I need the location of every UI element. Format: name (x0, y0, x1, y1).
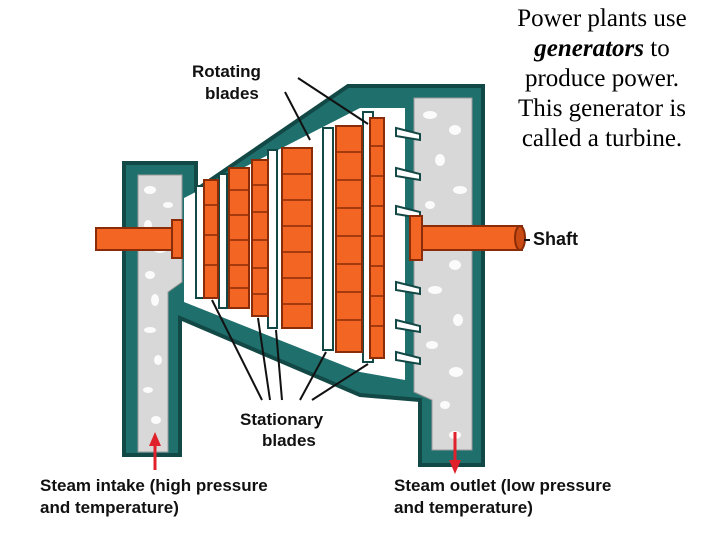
rotating-blade (369, 117, 385, 359)
shaft-left (95, 227, 183, 251)
caption-emphasis: generators (534, 35, 645, 62)
rotating-blade (251, 159, 269, 317)
label-rotating-line1: Rotating (192, 62, 261, 81)
label-rotating-line2: blades (205, 84, 259, 103)
caption-text: Power plants use generators to produce p… (488, 4, 716, 154)
caption-line-3: produce power. (524, 65, 680, 92)
caption-after-emphasis: to (644, 35, 670, 62)
shaft-left-collar (171, 219, 183, 259)
caption-line-1: Power plants use (517, 5, 687, 32)
steam-outlet-channel (413, 97, 473, 451)
steam-outlet-arrow (449, 432, 461, 474)
nozzle (395, 126, 421, 142)
label-intake-line1: Steam intake (high pressure (40, 476, 268, 495)
label-intake-line2: and temperature) (40, 498, 179, 517)
label-stationary-line1: Stationary (240, 410, 324, 429)
stationary-blade (218, 173, 228, 309)
caption-line-5: called a turbine. (521, 125, 683, 152)
label-outlet-line1: Steam outlet (low pressure (394, 476, 611, 495)
nozzle (395, 280, 421, 296)
stationary-blade (267, 149, 278, 329)
rotating-blade (335, 125, 363, 353)
label-outlet-line2: and temperature) (394, 498, 533, 517)
nozzle (395, 350, 421, 366)
shaft-right-collar (409, 215, 423, 261)
rotating-blade (203, 179, 219, 299)
leader-lines (211, 77, 530, 401)
blade-divider-lines (204, 145, 384, 327)
label-stationary-line2: blades (262, 431, 316, 450)
rotating-blade (228, 167, 250, 309)
steam-intake-arrow (149, 432, 161, 470)
rotating-blade (281, 147, 313, 329)
shaft-end (514, 225, 526, 251)
nozzle (395, 318, 421, 334)
rotating-blades (203, 117, 385, 359)
stationary-blade (322, 127, 334, 351)
label-shaft: Shaft (533, 229, 578, 249)
caption-line-2: generators to (488, 34, 716, 64)
steam-outlet-texture (423, 111, 467, 439)
stationary-blade (195, 185, 205, 299)
nozzle (395, 166, 421, 182)
shaft-right (409, 225, 523, 251)
caption-line-4: This generator is (517, 95, 686, 122)
